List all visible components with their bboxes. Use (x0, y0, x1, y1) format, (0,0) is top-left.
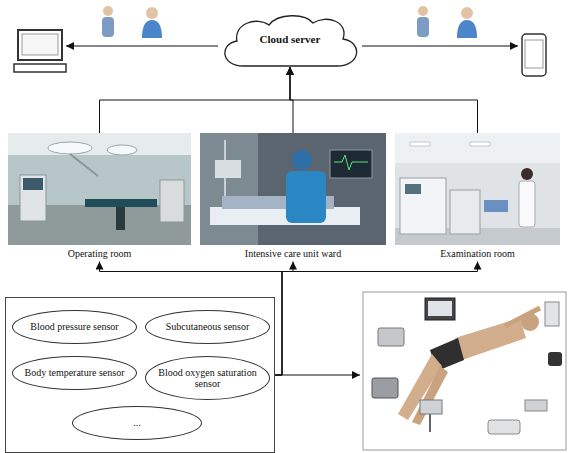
ceiling (395, 133, 560, 163)
bed (210, 207, 360, 225)
cloud-node: Cloud server (215, 12, 365, 67)
person-icon (457, 7, 477, 38)
photo-ground (8, 133, 191, 245)
arrow-line (276, 375, 360, 376)
phone-screen (525, 40, 543, 68)
body (457, 20, 477, 38)
head (146, 7, 158, 19)
body (417, 17, 429, 37)
connector-arrow (100, 67, 291, 133)
room-node: Examination room (395, 133, 560, 262)
table-base (116, 207, 125, 230)
room-node: Operating room (8, 133, 191, 262)
node-label: Examination room (395, 248, 560, 260)
head (103, 6, 113, 16)
mannequin-torso (455, 318, 526, 360)
stand (429, 412, 431, 432)
monitor-screen (428, 301, 452, 316)
device (372, 378, 398, 398)
node-label: Cloud server (260, 33, 321, 46)
anesthesia-machine (20, 175, 46, 221)
operating-room-photo (8, 133, 191, 245)
phone-icon (522, 34, 546, 76)
operating-table (85, 199, 157, 207)
node-label: Blood oxygen saturation sensor (158, 367, 258, 390)
sensor-ellipse: Body temperature sensor (12, 356, 137, 390)
photo-frame (363, 292, 566, 450)
sensor-ellipse: Blood oxygen saturation sensor (145, 356, 270, 400)
node-label: Intensive care unit ward (200, 248, 386, 260)
node-label: Blood pressure sensor (25, 321, 125, 333)
icu-photo (200, 133, 386, 245)
nurse-head (292, 150, 312, 170)
device (545, 302, 559, 326)
person-icon (142, 7, 162, 38)
machine-screen (23, 178, 43, 190)
light-arm (70, 154, 98, 176)
technician-head (521, 168, 533, 180)
node-label: ... (85, 417, 189, 429)
nurse-body (286, 171, 326, 223)
ceiling-light (410, 142, 430, 146)
device (488, 420, 520, 434)
screen (22, 34, 58, 55)
mannequin-arm (505, 308, 540, 326)
sensor-ellipse: Subcutaneous sensor (145, 310, 270, 344)
connector-arrow (275, 262, 478, 376)
analyzer-screen (405, 184, 421, 194)
surgical-light (48, 142, 92, 154)
surgical-light (107, 145, 137, 155)
equipment-photo (363, 292, 566, 450)
monitor (330, 150, 372, 178)
device (548, 352, 562, 366)
arrow-line (66, 46, 218, 47)
device (378, 328, 404, 346)
photo-ground (395, 133, 560, 245)
body (142, 20, 162, 38)
head (461, 7, 473, 19)
sensor-ellipse: ... (72, 406, 202, 440)
computer-icon (14, 30, 66, 72)
connector-arrow (290, 67, 478, 133)
monitor (425, 298, 455, 320)
arrow-line (362, 46, 518, 47)
person-icon (102, 6, 114, 37)
ceiling (8, 133, 191, 155)
wall (200, 133, 258, 245)
node-label: Operating room (8, 248, 191, 260)
ecg-trace (334, 155, 368, 170)
examination-room-photo (395, 133, 560, 245)
monitor (18, 30, 62, 60)
phone-body (522, 34, 546, 76)
body (102, 17, 114, 37)
keyboard (14, 64, 66, 72)
analyzer (450, 190, 480, 234)
connector-arrow (275, 262, 293, 376)
head (418, 6, 428, 16)
node-label: Subcutaneous sensor (158, 321, 258, 333)
technician-body (519, 181, 535, 227)
device (525, 400, 547, 411)
node-label: Body temperature sensor (25, 367, 125, 379)
person-icon (417, 6, 429, 37)
cabinet (160, 180, 184, 222)
room-node: Intensive care unit ward (200, 133, 386, 262)
device (420, 400, 442, 414)
pump (215, 160, 241, 178)
cloud-outline (225, 16, 357, 66)
photo-ground (200, 133, 386, 245)
sensor-ellipse: Blood pressure sensor (12, 310, 137, 344)
ceiling-light (470, 142, 490, 146)
sensor-group-box: Blood pressure sensor Subcutaneous sensor… (5, 297, 275, 453)
sample-rack (484, 200, 508, 212)
analyzer (400, 178, 446, 234)
